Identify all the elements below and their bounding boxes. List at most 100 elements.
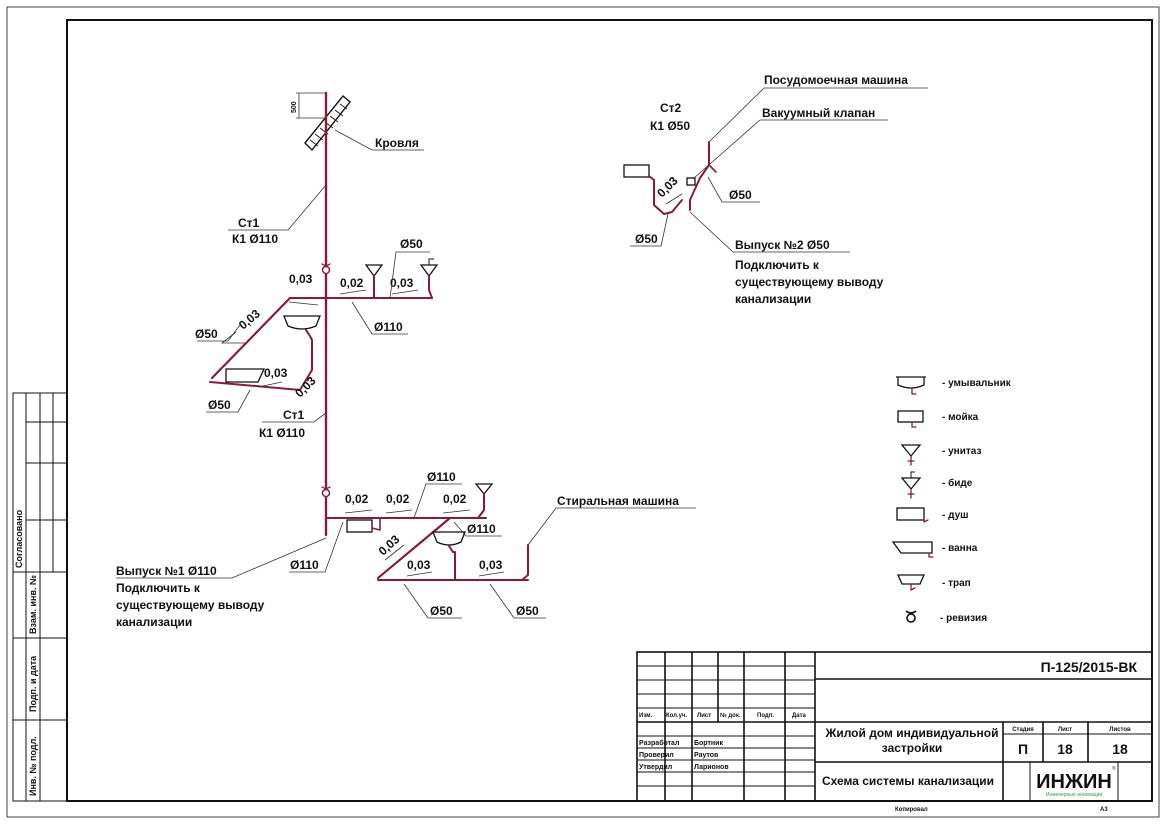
- name-developed: Бортник: [694, 740, 723, 747]
- role-checked: Проверил: [639, 752, 674, 759]
- washbasin-icon: [896, 376, 926, 389]
- upper-dia-main: Ø110: [374, 320, 403, 334]
- outlet-1-title: Выпуск №1 Ø110: [116, 564, 217, 578]
- outlet-1-note-1: Подключить к: [116, 581, 201, 595]
- agreed-label: Согласовано: [14, 509, 24, 568]
- legend-item: - унитаз: [900, 444, 981, 466]
- lower-dia-left: Ø110: [290, 558, 319, 572]
- role-developed: Разработал: [639, 739, 679, 747]
- outlet-2-note-1: Подключить к: [735, 258, 820, 272]
- lower-slope-bottom-right: 0,03: [479, 558, 503, 572]
- sink-icon: [897, 410, 924, 423]
- logo-subtitle: Инженерные инновации: [1046, 792, 1102, 798]
- outlet-2-note-3: канализации: [735, 292, 811, 306]
- riser-2-dia: К1 Ø50: [650, 119, 690, 133]
- bathtub-icon: [891, 541, 933, 554]
- lower-branch: 0,02 0,02 0,02 Ø110 Ø110 Ø110 0,03 0,03 …: [116, 470, 696, 629]
- shower-icon: [623, 164, 650, 178]
- riser-2-dia-left: Ø50: [635, 232, 658, 246]
- riser-1-upper-dia: К1 Ø110: [232, 232, 278, 246]
- sheet-title: Схема системы канализации: [822, 774, 994, 788]
- shower-icon: [896, 507, 925, 521]
- lower-dia-top: Ø110: [427, 470, 456, 484]
- riser-2-dia-right: Ø50: [729, 188, 752, 202]
- lower-slope-2: 0,02: [386, 492, 410, 506]
- roof-hatch: [304, 94, 351, 152]
- name-approved: Ларионов: [694, 764, 729, 771]
- revision-icon: [321, 486, 331, 498]
- legend-label: - биде: [942, 477, 973, 489]
- roof-dim-label: 500: [291, 101, 298, 113]
- stage-header: Стадия: [1012, 727, 1034, 733]
- project-line-1: Жилой дом индивидуальной: [824, 726, 998, 740]
- header-count: Кол.уч.: [666, 713, 687, 719]
- legend-label: - ревизия: [940, 613, 987, 624]
- lower-slope-bottom-left: 0,03: [407, 558, 431, 572]
- sheet-header: Лист: [1058, 727, 1072, 733]
- riser-1: 500 Кровля Ст1 К1 Ø110: [228, 91, 424, 537]
- project-line-2: застройки: [882, 741, 942, 755]
- upper-slope-right: 0,03: [390, 276, 414, 290]
- toilet-icon: [364, 264, 384, 278]
- legend-item: - ванна: [891, 541, 978, 558]
- legend-item: - мойка: [897, 410, 979, 428]
- legend-label: - трап: [942, 578, 971, 589]
- roof-label: Кровля: [375, 136, 419, 150]
- outlet-2-note-2: существующему выводу: [735, 275, 884, 289]
- washbasin-icon: [432, 531, 466, 546]
- sheets-value: 18: [1112, 741, 1128, 757]
- shower-icon: [346, 519, 373, 533]
- legend-label: - умывальник: [942, 378, 1012, 389]
- side-stamp: Согласовано Взам. инв. № Подп. и дата Ин…: [12, 392, 68, 802]
- toilet-icon: [900, 444, 922, 458]
- upper-slope-bath: 0,03: [264, 366, 288, 380]
- washing-machine-label: Стиральная машина: [557, 494, 679, 508]
- role-approved: Утвердил: [639, 764, 672, 771]
- bidet-icon: [419, 264, 439, 278]
- name-checked: Раутов: [694, 752, 719, 759]
- lower-dia-bottom-left: Ø50: [430, 604, 453, 618]
- riser-1-lower-label: Ст1: [283, 408, 305, 422]
- sheet-value: 18: [1057, 741, 1073, 757]
- legend-label: - душ: [942, 510, 968, 521]
- format-label: А3: [1100, 807, 1108, 813]
- lower-slope-3: 0,02: [443, 492, 467, 506]
- lower-slope-1: 0,02: [345, 492, 369, 506]
- outlet-1-note-2: существующему выводу: [116, 598, 265, 612]
- outlet-1-note-3: канализации: [116, 615, 192, 629]
- upper-dia-left-bottom: Ø50: [208, 398, 231, 412]
- riser-1-upper-label: Ст1: [238, 216, 260, 230]
- bidet-icon: [900, 477, 922, 491]
- floor-drain-icon: [474, 483, 494, 496]
- copied-label: Копировал: [895, 807, 928, 813]
- outlet-2-title: Выпуск №2 Ø50: [735, 238, 830, 252]
- upper-slope-mid: 0,02: [340, 276, 364, 290]
- riser-1-lower-dia: К1 Ø110: [259, 426, 305, 440]
- header-sheet: Лист: [697, 713, 711, 719]
- lower-slope-diag: 0,03: [376, 532, 403, 558]
- bathtub-icon: [225, 368, 266, 383]
- legend-item: - умывальник: [896, 376, 1012, 395]
- header-doc: № док.: [720, 712, 741, 719]
- dishwasher-label: Посудомоечная машина: [764, 73, 908, 87]
- legend-label: - унитаз: [942, 446, 981, 457]
- upper-dia-left-top: Ø50: [195, 327, 218, 341]
- legend-label: - мойка: [942, 412, 979, 423]
- svg-text:®: ®: [1112, 765, 1116, 772]
- lower-dia-right: Ø110: [467, 522, 496, 536]
- logo-text: ИНЖИН: [1036, 771, 1112, 793]
- riser-2: Ст2 К1 Ø50 0,03 Посудомоечная машина Вак…: [623, 73, 928, 306]
- upper-branch: 0,03 0,03 Ø50 0,02 0,03 Ø50 Ø110 0,03 0,…: [195, 237, 439, 440]
- legend: - умывальник - мойка - унитаз - биде - д…: [891, 376, 1012, 624]
- vacuum-valve-label: Вакуумный клапан: [762, 106, 875, 120]
- header-sign: Подп.: [757, 713, 774, 719]
- riser-2-slope: 0,03: [654, 173, 681, 200]
- sign-date-label: Подп. и дата: [28, 655, 38, 712]
- replaced-inv-label: Взам. инв. №: [28, 575, 38, 634]
- legend-item: - душ: [896, 507, 968, 523]
- header-date: Дата: [792, 713, 807, 719]
- lower-dia-bottom-right: Ø50: [516, 604, 539, 618]
- outer-border: [6, 6, 1160, 818]
- riser-2-label: Ст2: [660, 101, 682, 115]
